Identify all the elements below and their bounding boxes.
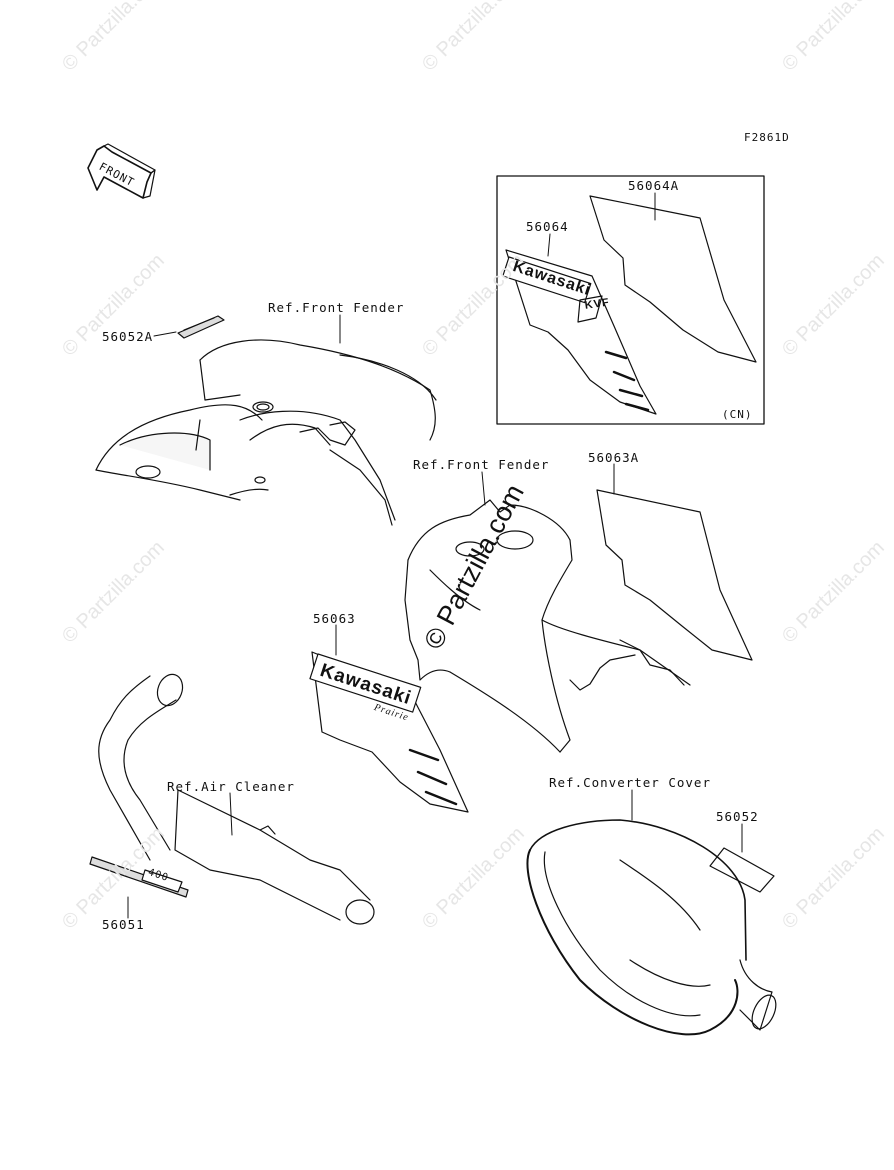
leader-lines xyxy=(127,192,743,919)
figure-code: F2861D xyxy=(744,131,790,144)
reference-label: Ref.Air Cleaner xyxy=(167,779,295,794)
converter-cover xyxy=(526,819,777,1036)
part-number-label[interactable]: 56052A xyxy=(102,329,154,344)
front-fender-top xyxy=(95,339,437,526)
front-direction-arrow-icon xyxy=(87,143,156,199)
decal-56063-shape xyxy=(309,651,469,813)
reference-label: Ref.Front Fender xyxy=(413,457,550,472)
decal-56051-shape xyxy=(89,856,189,898)
part-number-label[interactable]: 56064A xyxy=(628,178,680,193)
air-duct-pipe xyxy=(98,673,375,925)
inset-box-cn xyxy=(496,175,765,425)
front-fender-middle xyxy=(404,499,691,753)
part-number-label[interactable]: 56064 xyxy=(526,219,569,234)
reference-label: Ref.Front Fender xyxy=(268,300,405,315)
reference-label: Ref.Converter Cover xyxy=(549,775,711,790)
decal-56064A-shape xyxy=(589,195,757,363)
part-number-label[interactable]: 56063 xyxy=(313,611,356,626)
decal-56064-shape xyxy=(502,249,657,415)
decal-56063A-shape xyxy=(596,489,753,661)
part-number-label[interactable]: 56051 xyxy=(102,917,145,932)
emblem-56052A-shape xyxy=(177,315,225,339)
decal-56052-shape xyxy=(709,847,775,893)
part-number-label[interactable]: 56052 xyxy=(716,809,759,824)
part-number-label[interactable]: 56063A xyxy=(588,450,640,465)
inset-region-code: (CN) xyxy=(722,408,753,421)
